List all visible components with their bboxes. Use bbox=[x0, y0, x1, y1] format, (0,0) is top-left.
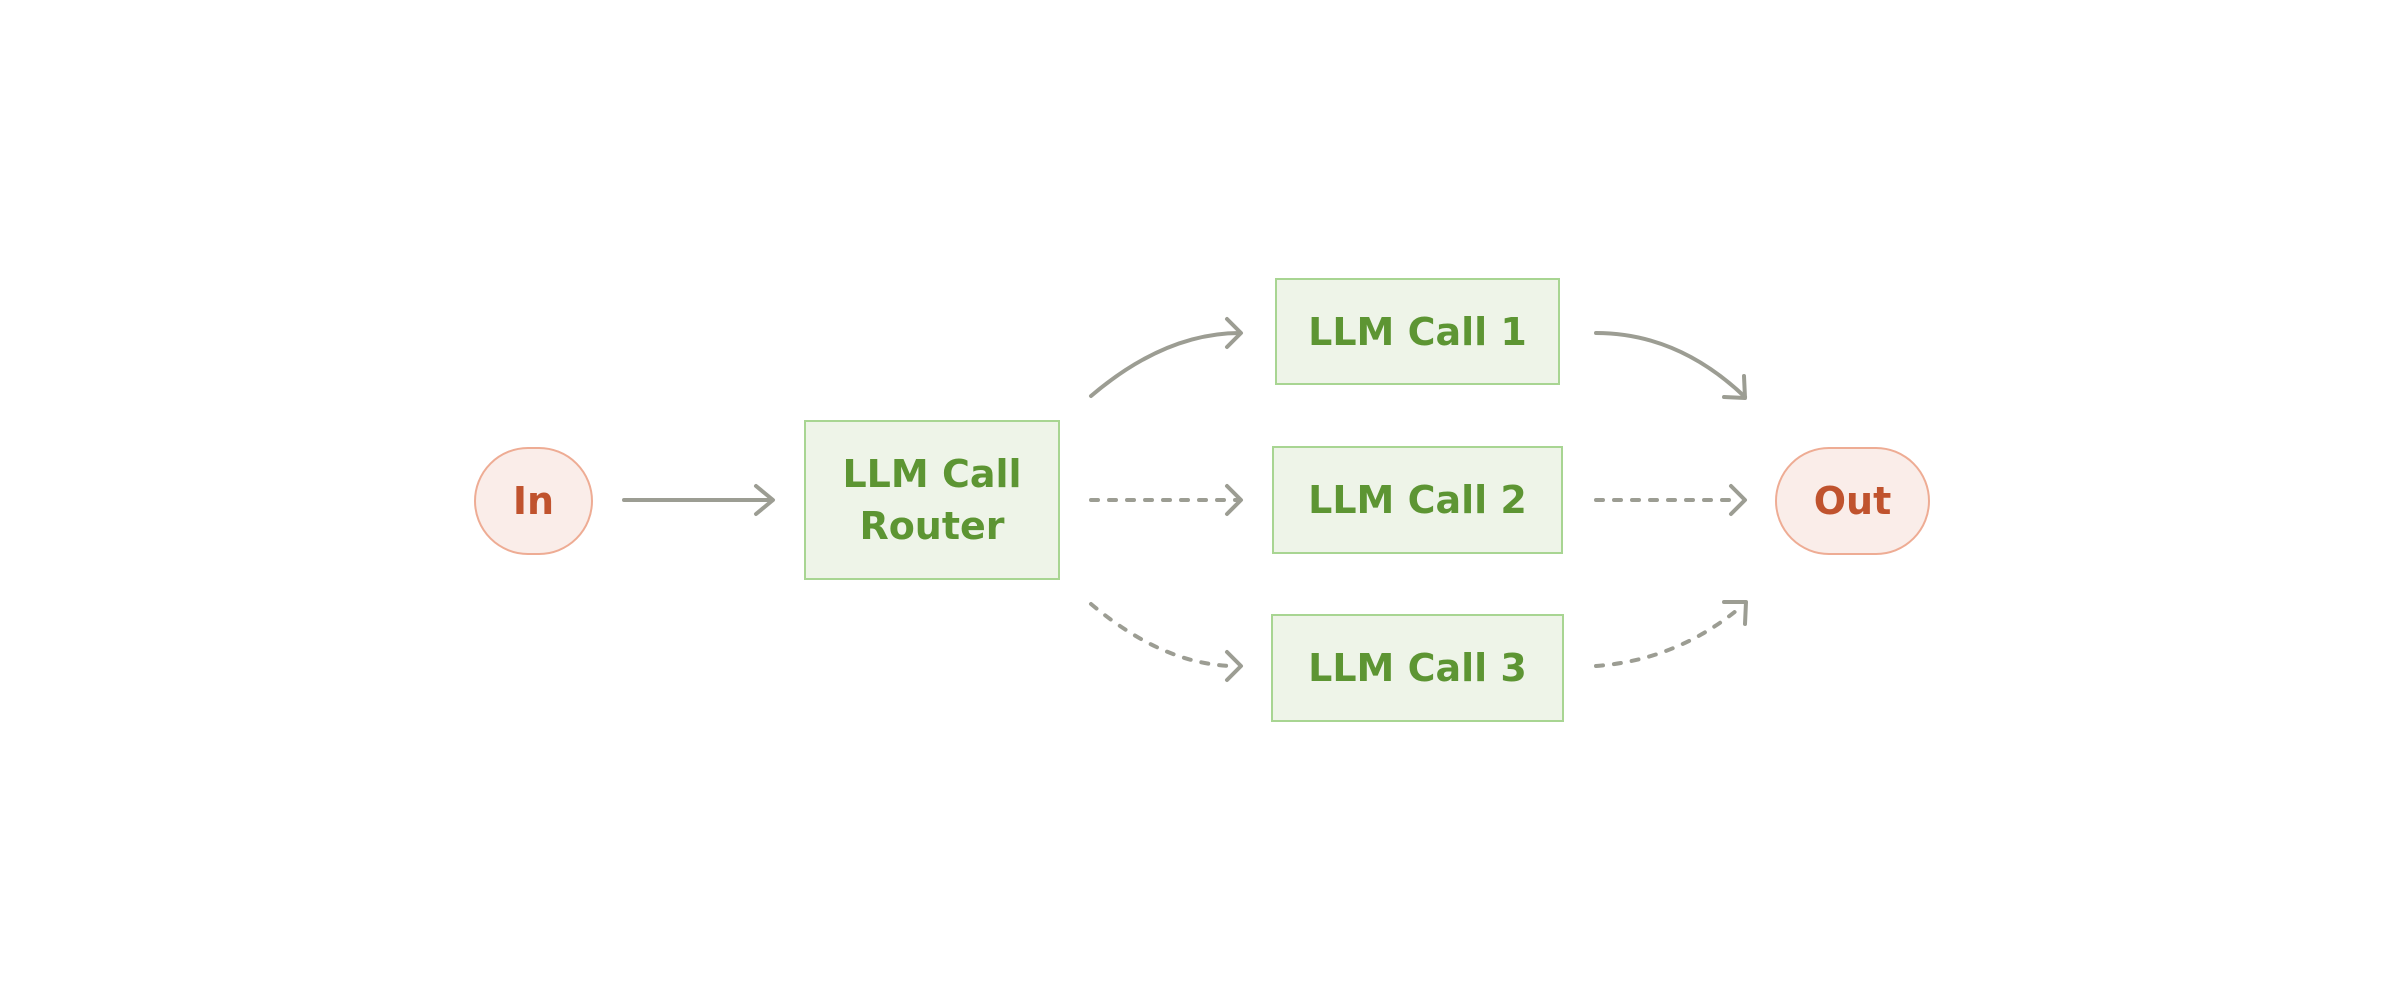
llm-call-1-node: LLM Call 1 bbox=[1275, 278, 1560, 385]
input-node: In bbox=[474, 447, 593, 555]
router-node-label: LLM Call Router bbox=[842, 452, 1022, 548]
edge-router-to-call2 bbox=[1089, 484, 1243, 516]
output-node: Out bbox=[1775, 447, 1930, 555]
output-node-label: Out bbox=[1813, 479, 1892, 523]
edge-router-to-call1 bbox=[1089, 317, 1243, 398]
llm-call-1-label: LLM Call 1 bbox=[1308, 309, 1527, 354]
edge-call1-to-out bbox=[1594, 331, 1747, 400]
input-node-label: In bbox=[512, 479, 555, 523]
edge-call2-to-out bbox=[1594, 484, 1747, 516]
edge-call3-to-out bbox=[1594, 600, 1748, 668]
llm-call-2-node: LLM Call 2 bbox=[1272, 446, 1563, 554]
llm-call-3-label: LLM Call 3 bbox=[1308, 646, 1527, 690]
router-node: LLM Call Router bbox=[804, 420, 1060, 580]
edge-router-to-call3 bbox=[1089, 602, 1243, 682]
llm-call-2-label: LLM Call 2 bbox=[1308, 478, 1527, 522]
edge-in-to-router bbox=[622, 484, 775, 516]
llm-call-3-node: LLM Call 3 bbox=[1271, 614, 1564, 722]
